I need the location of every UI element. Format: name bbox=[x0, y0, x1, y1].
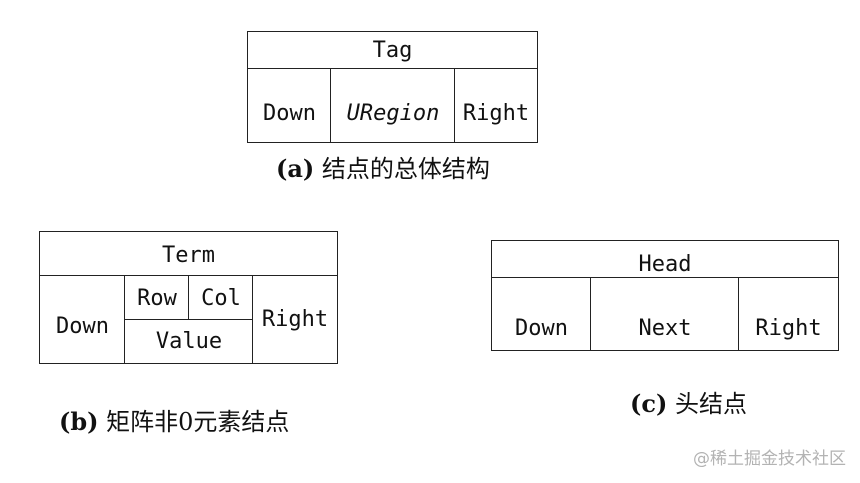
right-field: Right bbox=[454, 68, 538, 143]
value-field: Value bbox=[124, 319, 254, 364]
caption-a: (a) 结点的总体结构 bbox=[276, 149, 490, 184]
right-field: Right bbox=[738, 277, 839, 351]
right-field: Right bbox=[252, 275, 338, 364]
caption-c-text: 头结点 bbox=[674, 390, 747, 418]
row-field: Row bbox=[124, 275, 190, 321]
caption-b: (b) 矩阵非0元素结点 bbox=[59, 402, 289, 437]
down-field: Down bbox=[39, 275, 126, 364]
next-field: Next bbox=[590, 277, 740, 351]
caption-a-text: 结点的总体结构 bbox=[321, 155, 490, 183]
down-field: Down bbox=[247, 68, 332, 143]
caption-b-text: 矩阵非0元素结点 bbox=[106, 408, 290, 436]
caption-c: (c) 头结点 bbox=[630, 384, 747, 419]
caption-a-label: (a) bbox=[276, 154, 315, 183]
head-field: Head bbox=[491, 240, 839, 279]
col-field: Col bbox=[188, 275, 254, 321]
term-field: Term bbox=[39, 231, 338, 277]
watermark: @稀土掘金技术社区 bbox=[693, 449, 846, 469]
down-field: Down bbox=[491, 277, 592, 351]
uregion-field: URegion bbox=[330, 68, 456, 143]
tag-field: Tag bbox=[247, 31, 538, 70]
caption-c-label: (c) bbox=[630, 389, 668, 418]
caption-b-label: (b) bbox=[59, 407, 99, 436]
